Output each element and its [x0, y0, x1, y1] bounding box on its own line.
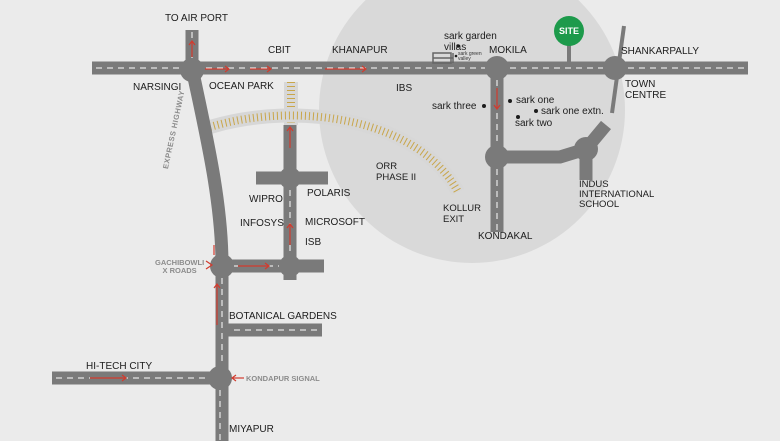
- label-sark-garden-villas: sark garden villas: [444, 31, 497, 53]
- label-miyapur: MIYAPUR: [229, 424, 274, 435]
- label-town-centre: TOWN CENTRE: [625, 79, 667, 101]
- label-khanapur: KHANAPUR: [332, 45, 388, 56]
- label-isb: ISB: [305, 237, 322, 248]
- label-sark-three: sark three: [432, 101, 477, 112]
- label-shankarpally: SHANKARPALLY: [621, 46, 699, 57]
- orr-phase-ii-road: [207, 108, 465, 196]
- label-indus-school: INDUS INTERNATIONAL SCHOOL: [579, 179, 655, 210]
- label-mokila: MOKILA: [489, 45, 527, 56]
- label-kondapur-signal: KONDAPUR SIGNAL: [246, 374, 320, 383]
- sark-garden-connector: [432, 52, 454, 64]
- label-gachibowli-x-roads: GACHIBOWLI X ROADS: [155, 258, 205, 275]
- direction-arrows: [90, 40, 501, 382]
- label-sark-one: sark one: [516, 95, 555, 106]
- label-infosys: INFOSYS: [240, 218, 284, 229]
- label-sark-one-extn: sark one extn.: [541, 106, 604, 117]
- label-narsingi: NARSINGI: [133, 82, 182, 93]
- express-highway-road: [185, 66, 229, 441]
- label-wipro: WIPRO: [249, 194, 283, 205]
- label-cbit: CBIT: [268, 45, 291, 56]
- site-marker: SITE: [554, 16, 584, 46]
- label-ocean-park: OCEAN PARK: [209, 81, 274, 92]
- label-kondakal: KONDAKAL: [478, 231, 533, 242]
- label-orr-phase-ii: ORR PHASE II: [376, 161, 417, 183]
- label-to-airport: TO AIR PORT: [165, 13, 228, 24]
- label-sark-two: sark two: [515, 118, 553, 129]
- label-kollur-exit: KOLLUR EXIT: [443, 203, 482, 225]
- lane-markings: [56, 32, 746, 440]
- label-botanical-gardens: BOTANICAL GARDENS: [229, 311, 337, 322]
- property-dots: [454, 44, 538, 119]
- label-microsoft: MICROSOFT: [305, 217, 365, 228]
- label-sark-green-valley: sark green valley: [458, 51, 482, 62]
- label-polaris: POLARIS: [307, 188, 351, 199]
- label-ibs: IBS: [396, 83, 413, 94]
- roundabouts: [180, 56, 627, 390]
- label-hitech-city: HI-TECH CITY: [86, 361, 153, 372]
